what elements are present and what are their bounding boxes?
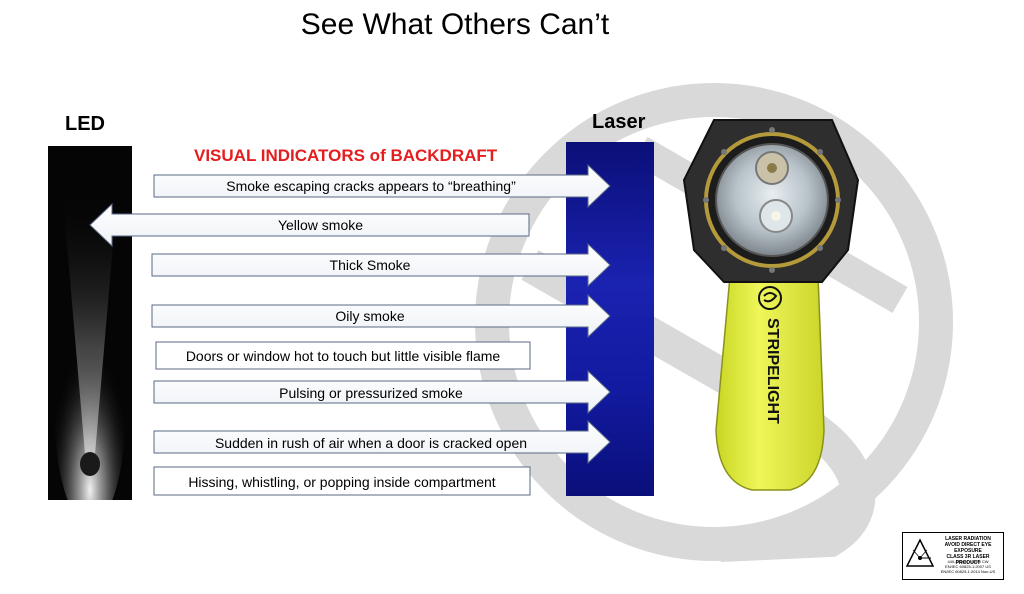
led-beam-image [48, 146, 132, 500]
indicator-label-4: Oily smoke [335, 308, 405, 324]
brand-text: STRIPELIGHT [764, 318, 781, 424]
indicator-box-8 [153, 466, 531, 496]
warning-small-text: 440-460nm, <5mw CW EN/IEC 60825-1:2007 U… [940, 559, 996, 574]
indicator-arrow-2 [89, 202, 530, 248]
indicator-arrow-4 [151, 293, 611, 339]
indicator-label-5: Doors or window hot to touch but little … [185, 348, 501, 364]
laser-warning-label: LASER RADIATION AVOID DIRECT EYE EXPOSUR… [902, 532, 1004, 580]
indicator-arrow-7 [153, 419, 611, 465]
indicator-label-3: Thick Smoke [329, 257, 411, 273]
laser-warning-icon [905, 538, 935, 567]
page-title: See What Others Can’t [300, 8, 610, 41]
indicator-label-7: Sudden in rush of air when a door is cra… [214, 435, 528, 451]
indicator-arrow-6 [153, 369, 611, 415]
indicator-arrow-1 [153, 163, 611, 209]
indicator-label-6: Pulsing or pressurized smoke [279, 385, 463, 401]
warning-text: LASER RADIATION AVOID DIRECT EYE EXPOSUR… [944, 536, 992, 566]
laser-label: Laser [592, 111, 646, 133]
led-label: LED [65, 113, 105, 135]
indicators-title: VISUAL INDICATORS of BACKDRAFT [194, 146, 498, 165]
indicator-label-8: Hissing, whistling, or popping inside co… [188, 474, 496, 490]
indicator-box-5 [155, 341, 531, 370]
stripelight-device: STRIPELIGHT [682, 119, 860, 491]
indicator-arrow-3 [151, 242, 611, 288]
indicator-label-1: Smoke escaping cracks appears to “breath… [226, 178, 516, 194]
indicator-label-2: Yellow smoke [277, 217, 364, 233]
